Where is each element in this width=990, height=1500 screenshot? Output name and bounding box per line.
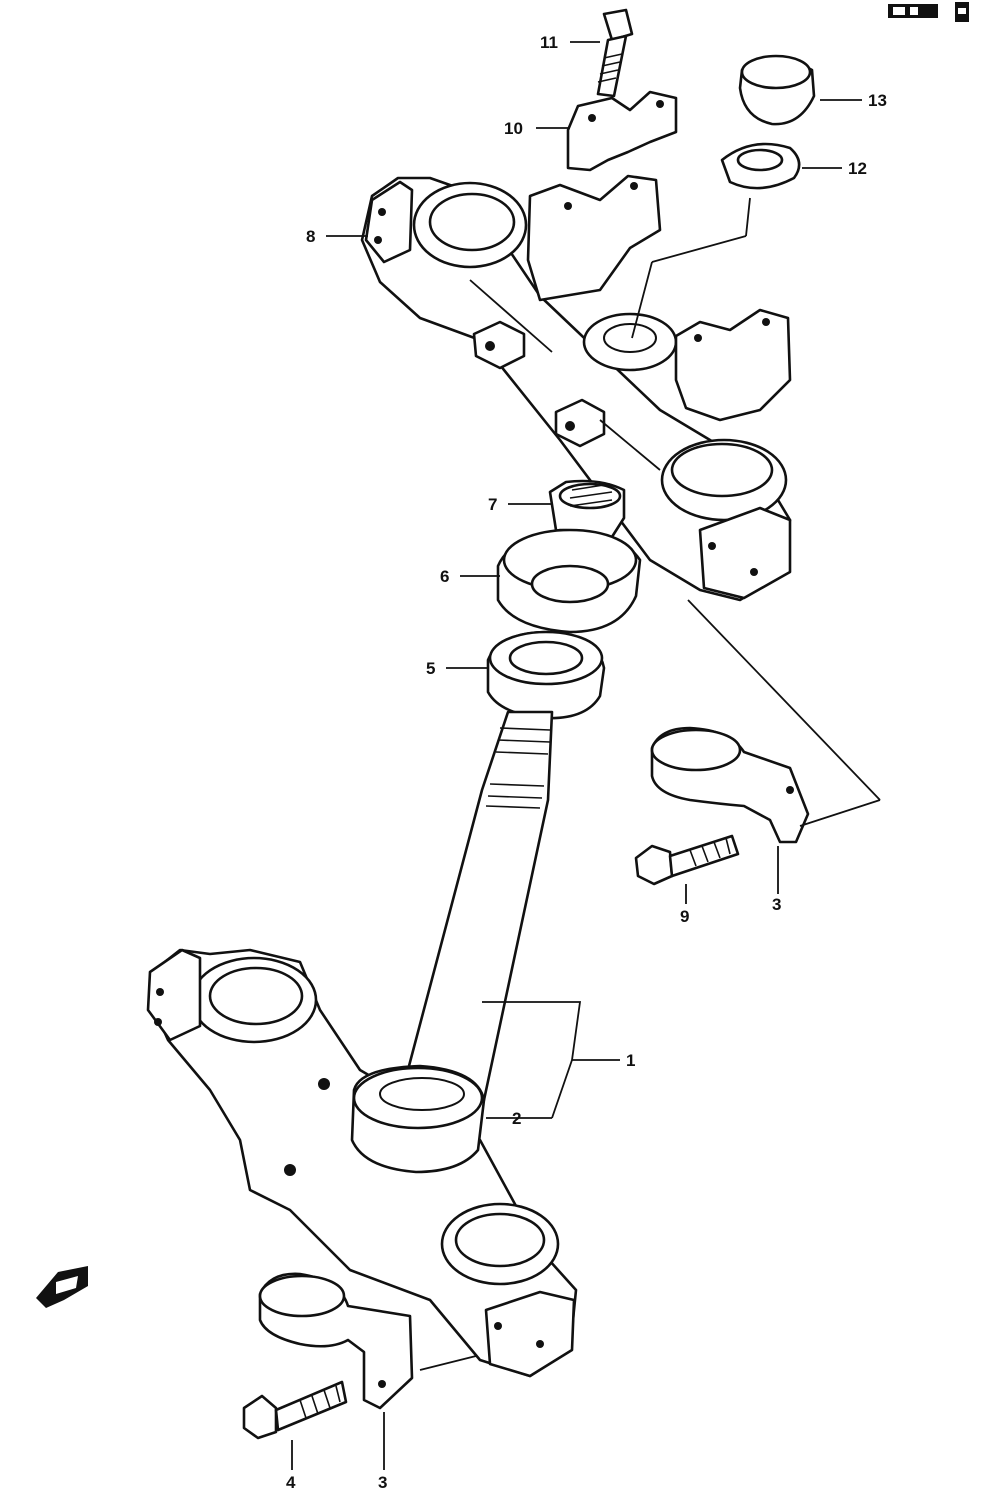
callout-labels: 11 10 13 12 8 7 6 5 1 2 9 3 4 3 (286, 33, 887, 1492)
callout-7: 7 (488, 495, 497, 514)
upper-bracket (360, 174, 792, 602)
steering-stem (146, 710, 578, 1378)
callout-3-lower: 3 (378, 1473, 387, 1492)
page-code-mark-icon (888, 2, 969, 22)
callout-2: 2 (512, 1109, 521, 1128)
handlebar-clamp (566, 90, 678, 172)
callout-4: 4 (286, 1473, 296, 1492)
callout-12: 12 (848, 159, 867, 178)
callout-6: 6 (440, 567, 449, 586)
cap-nut (738, 54, 816, 126)
callout-1: 1 (626, 1051, 635, 1070)
upper-clamp (634, 726, 810, 886)
callout-13: 13 (868, 91, 887, 110)
callout-8: 8 (306, 227, 315, 246)
leader-lines (291, 41, 881, 1470)
callout-10: 10 (504, 119, 523, 138)
callout-11: 11 (540, 33, 558, 52)
stem-nut (548, 479, 626, 544)
callout-5: 5 (426, 659, 435, 678)
clamp-bolt (596, 8, 634, 98)
front-arrow-icon (36, 1266, 88, 1308)
lower-clamp (242, 1272, 414, 1440)
upper-bearing (486, 630, 606, 720)
callout-9: 9 (680, 907, 689, 926)
callout-3-upper: 3 (772, 895, 781, 914)
washer (631, 142, 801, 339)
dust-seal-cup (496, 528, 642, 634)
